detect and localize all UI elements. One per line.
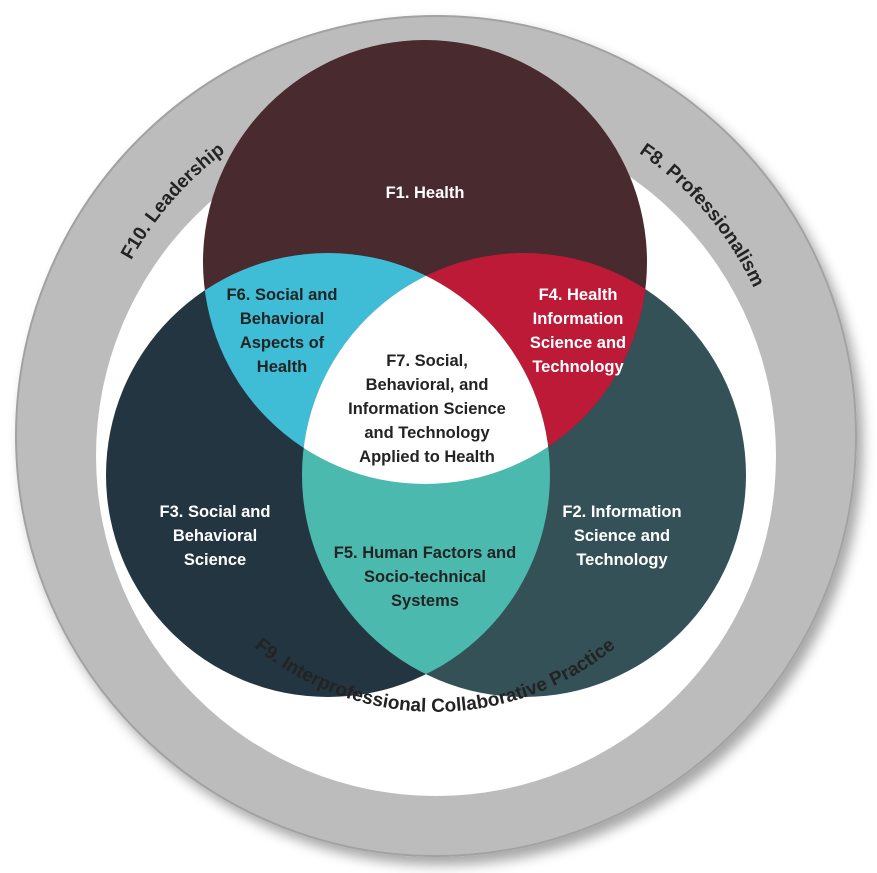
- label-line: Information Science: [348, 400, 506, 418]
- label-line: Science: [184, 551, 246, 569]
- label-line: F7. Social,: [386, 352, 468, 370]
- label-line: F1. Health: [386, 184, 465, 202]
- label-line: F5. Human Factors and: [334, 544, 516, 562]
- label-line: Science and: [574, 527, 670, 545]
- label-line: Information: [533, 310, 624, 328]
- label-line: Behavioral: [240, 310, 324, 328]
- label-line: Behavioral: [173, 527, 257, 545]
- label-line: and Technology: [364, 424, 490, 442]
- label-line: Health: [257, 358, 307, 376]
- label-line: F2. Information: [562, 503, 681, 521]
- label-line: Socio-technical: [364, 568, 486, 586]
- label-line: Technology: [576, 551, 668, 569]
- label-line: Science and: [530, 334, 626, 352]
- label-line: F6. Social and: [227, 286, 338, 304]
- label-line: Technology: [532, 358, 624, 376]
- label-line: F4. Health: [539, 286, 618, 304]
- label-line: F3. Social and: [160, 503, 271, 521]
- label-line: Applied to Health: [359, 448, 495, 466]
- label-line: Aspects of: [240, 334, 325, 352]
- label-line: Behavioral, and: [366, 376, 489, 394]
- f1-health-label: F1. Health: [386, 184, 465, 202]
- label-line: Systems: [391, 592, 459, 610]
